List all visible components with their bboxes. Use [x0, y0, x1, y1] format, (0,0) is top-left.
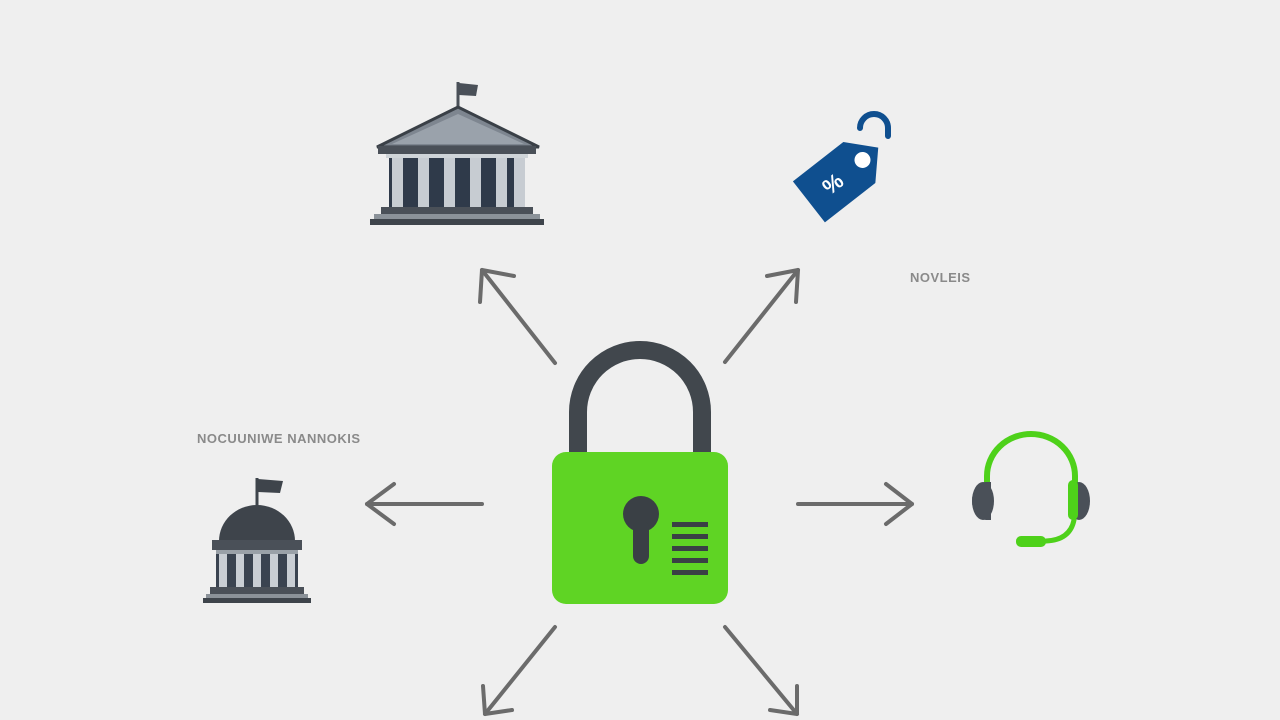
left-node-label: NOCUUNIWE NANNOKIS	[197, 431, 361, 446]
bank-building-icon	[370, 82, 544, 225]
arrow-right	[796, 482, 914, 526]
headset-support-icon	[972, 431, 1090, 547]
right-node-label: NOVLEIS	[910, 270, 971, 285]
price-tag-percent-icon: %	[792, 111, 891, 223]
capitol-dome-building-icon	[203, 478, 311, 603]
arrow-up-right	[723, 268, 800, 364]
arrow-left	[365, 482, 484, 526]
arrows	[365, 268, 914, 716]
padlock-icon	[552, 341, 728, 604]
arrow-down-right	[723, 625, 799, 716]
arrow-down-left	[481, 625, 557, 716]
arrow-up-left	[478, 268, 557, 365]
